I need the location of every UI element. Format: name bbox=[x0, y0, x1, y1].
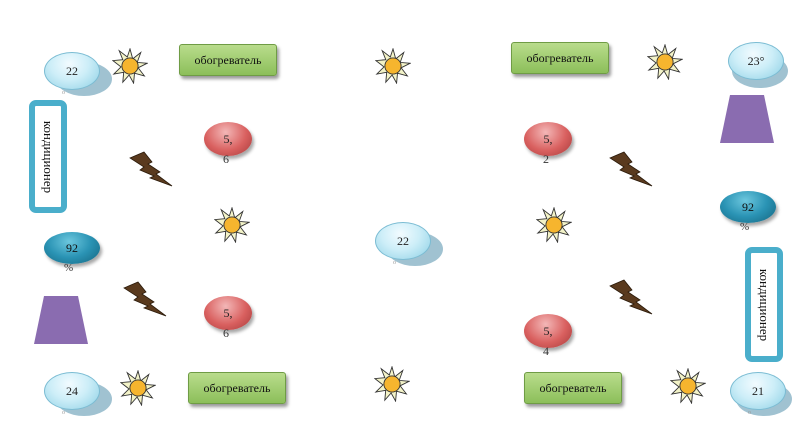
co2-value: 5, bbox=[524, 122, 572, 156]
humidity-value: 92 bbox=[44, 232, 100, 264]
temperature-bubble-bottom-right: 21 o bbox=[730, 372, 800, 422]
temperature-value: 21 bbox=[730, 372, 786, 410]
temperature-value: 24 bbox=[44, 372, 100, 410]
lightning-icon bbox=[120, 280, 170, 320]
temperature-bubble-bottom-left: 24 o bbox=[44, 372, 114, 422]
bubble-dot: o bbox=[62, 90, 65, 96]
trapezoid-icon bbox=[34, 296, 88, 344]
co2-bubble-bottom-right: 5, 4 bbox=[524, 314, 580, 364]
humidity-unit: % bbox=[740, 221, 750, 233]
humidity-bubble-left: 92 % bbox=[44, 232, 106, 276]
co2-value: 5, bbox=[204, 296, 252, 330]
bubble-dot: o bbox=[748, 410, 751, 416]
heater-button-bottom-left[interactable]: обогреватель bbox=[188, 372, 286, 404]
co2-bubble-top-left: 5, 6 bbox=[204, 122, 260, 172]
humidity-value: 92 bbox=[720, 191, 776, 223]
lightning-icon bbox=[606, 150, 656, 190]
humidity-bubble-right: 92 % bbox=[720, 191, 782, 235]
co2-subvalue: 4 bbox=[543, 344, 549, 358]
lightning-icon bbox=[126, 150, 176, 190]
bubble-dot: o bbox=[393, 260, 396, 266]
heater-button-top-right[interactable]: обогреватель bbox=[511, 42, 609, 74]
temperature-bubble-top-left: 22 o bbox=[44, 52, 114, 102]
air-conditioner-label: кондиционер bbox=[757, 268, 773, 341]
sun-icon bbox=[112, 48, 148, 84]
sun-icon bbox=[120, 370, 156, 406]
co2-bubble-bottom-left: 5, 6 bbox=[204, 296, 260, 346]
co2-bubble-top-right: 5, 2 bbox=[524, 122, 580, 172]
co2-value: 5, bbox=[524, 314, 572, 348]
co2-subvalue: 6 bbox=[223, 326, 229, 340]
temperature-bubble-top-right: 23° bbox=[728, 42, 798, 92]
temperature-value: 22 bbox=[44, 52, 100, 90]
temperature-bubble-center: 22 o bbox=[375, 222, 445, 272]
trapezoid-icon bbox=[720, 95, 774, 143]
sun-icon bbox=[374, 366, 410, 402]
heater-button-top-left[interactable]: обогреватель bbox=[179, 44, 277, 76]
sun-icon bbox=[536, 207, 572, 243]
temperature-value: 23° bbox=[728, 42, 784, 80]
co2-subvalue: 6 bbox=[223, 152, 229, 166]
air-conditioner-left[interactable]: кондиционер bbox=[29, 100, 67, 213]
temperature-value: 22 bbox=[375, 222, 431, 260]
sun-icon bbox=[375, 48, 411, 84]
sun-icon bbox=[670, 368, 706, 404]
bubble-dot: o bbox=[62, 410, 65, 416]
co2-value: 5, bbox=[204, 122, 252, 156]
humidity-unit: % bbox=[64, 262, 74, 274]
air-conditioner-label: кондиционер bbox=[41, 120, 57, 193]
sun-icon bbox=[647, 44, 683, 80]
co2-subvalue: 2 bbox=[543, 152, 549, 166]
air-conditioner-right[interactable]: кондиционер bbox=[745, 247, 783, 362]
sun-icon bbox=[214, 207, 250, 243]
heater-button-bottom-right[interactable]: обогреватель bbox=[524, 372, 622, 404]
lightning-icon bbox=[606, 278, 656, 318]
